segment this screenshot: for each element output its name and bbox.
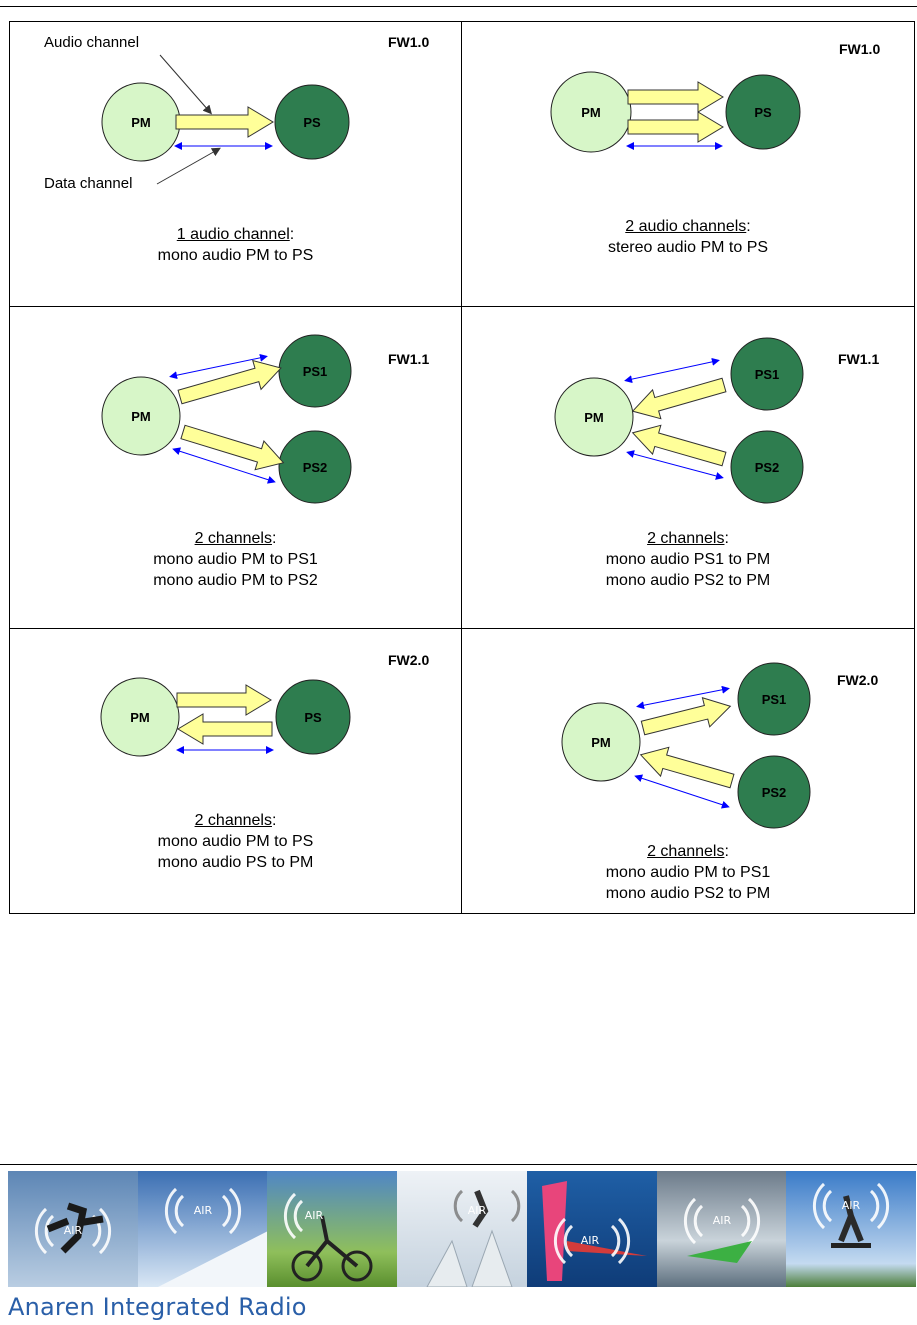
air-logo-icon: AIR <box>813 1182 890 1248</box>
svg-text:PM: PM <box>581 105 601 120</box>
pointer-arrow <box>159 54 212 115</box>
ps1-node <box>737 662 811 736</box>
cell-fw20-mixed: FW2.0 PM PS1 PS2 <box>461 628 915 914</box>
svg-text:PS1: PS1 <box>303 364 328 379</box>
audio-arrow <box>177 359 282 405</box>
fw-label: FW1.1 <box>838 351 880 367</box>
fw-label: FW1.1 <box>388 351 430 367</box>
cell-fw10-stereo: FW1.0 PM PS 2 audio channels: stereo aud… <box>461 21 915 307</box>
data-channel-label: Data channel <box>44 175 133 192</box>
air-logo-icon: AIR <box>683 1197 760 1263</box>
audio-arrow-out <box>640 696 732 736</box>
svg-text:PS1: PS1 <box>755 367 780 382</box>
svg-text:AIR: AIR <box>194 1204 213 1217</box>
audio-channel-label: Audio channel <box>44 34 140 51</box>
svg-text:PM: PM <box>584 410 604 425</box>
data-arrow <box>626 450 724 480</box>
svg-text:AIR: AIR <box>468 1204 487 1217</box>
fw-label: FW2.0 <box>837 672 879 688</box>
svg-text:PS: PS <box>754 105 772 120</box>
audio-arrow-out <box>176 684 272 716</box>
audio-arrow <box>627 81 724 113</box>
audio-arrow <box>627 111 724 143</box>
ps1-node <box>730 337 804 411</box>
svg-text:PM: PM <box>131 409 151 424</box>
cell-fw20-bidir: FW2.0 PM PS 2 channels: mono audio PM to… <box>9 628 462 914</box>
data-arrow <box>624 357 720 384</box>
data-arrow <box>634 774 730 809</box>
fw-label: FW1.0 <box>839 41 881 57</box>
pm-node <box>101 376 181 456</box>
pm-text: PM <box>131 115 151 130</box>
banner-tile-skater: AIR <box>8 1171 138 1287</box>
air-logo-icon: AIR <box>426 1189 521 1287</box>
cell-fw10-mono: FW1.0 Audio channel Data channel PM PS 1… <box>9 21 462 307</box>
data-arrow <box>169 353 268 380</box>
pm-node <box>100 677 180 757</box>
air-logo-icon: AIR <box>284 1192 373 1282</box>
pm-node <box>561 702 641 782</box>
audio-arrow <box>631 377 727 420</box>
banner-tile-biker: AIR <box>267 1171 398 1287</box>
data-arrow <box>636 685 730 710</box>
caption: 2 channels: mono audio PM to PS1 mono au… <box>605 843 771 902</box>
diagram-fw10-stereo: PM PS <box>550 71 801 153</box>
svg-text:PS2: PS2 <box>303 460 328 475</box>
caption: 2 channels: mono audio PM to PS1 mono au… <box>153 530 318 589</box>
svg-text:PM: PM <box>591 735 611 750</box>
banner-tile-skateboarder: AIR <box>786 1171 917 1287</box>
svg-text:AIR: AIR <box>581 1234 600 1247</box>
audio-arrow <box>175 106 274 138</box>
svg-text:PS2: PS2 <box>755 460 780 475</box>
svg-text:PS: PS <box>304 710 322 725</box>
banner-tile-kayaker: AIR <box>656 1171 787 1287</box>
svg-text:PM: PM <box>130 710 150 725</box>
air-logo-icon: AIR <box>157 1187 268 1287</box>
caption: 2 channels: mono audio PS1 to PM mono au… <box>605 530 771 589</box>
svg-text:AIR: AIR <box>305 1209 324 1222</box>
diagram-fw10-mono: PM PS <box>101 54 350 185</box>
air-logo-icon: AIR <box>34 1202 112 1255</box>
pointer-arrow <box>156 147 221 185</box>
ps-text: PS <box>303 115 321 130</box>
audio-arrow-in <box>639 746 735 789</box>
ps-node <box>274 84 350 160</box>
svg-text:AIR: AIR <box>64 1224 83 1237</box>
header-rule <box>0 6 917 7</box>
audio-arrow <box>631 424 727 467</box>
ps1-node <box>278 334 352 408</box>
audio-arrow-in <box>177 713 273 745</box>
diagram-fw20-mixed: PM PS1 PS2 <box>561 662 811 829</box>
diagram-fw11-in: PM PS1 PS2 <box>554 337 804 504</box>
pm-node <box>550 71 632 153</box>
footer-rule <box>0 1164 917 1165</box>
ps-node <box>725 74 801 150</box>
data-arrow <box>172 447 276 484</box>
ps2-node <box>730 430 804 504</box>
caption: 2 channels: mono audio PM to PS mono aud… <box>157 812 314 871</box>
banner-tile-skier: AIR <box>137 1171 268 1287</box>
cell-fw11-in: FW1.1 PM PS1 PS2 <box>461 306 915 629</box>
firmware-diagram-table: FW1.0 Audio channel Data channel PM PS 1… <box>9 21 915 914</box>
fw-label: FW1.0 <box>388 34 430 50</box>
ps2-node <box>278 430 352 504</box>
cell-fw11-out: FW1.1 PM PS1 PS2 <box>9 306 462 629</box>
brand-wordmark: Anaren Integrated Radio <box>8 1293 307 1321</box>
banner-tile-snowboarder: AIR <box>397 1171 527 1287</box>
svg-text:AIR: AIR <box>842 1199 861 1212</box>
ps2-node <box>737 755 811 829</box>
air-logo-icon: AIR <box>541 1181 647 1281</box>
caption: 2 audio channels: stereo audio PM to PS <box>607 218 769 256</box>
banner-tile-windsurfer: AIR <box>526 1171 657 1287</box>
ps-node <box>275 679 351 755</box>
caption: 1 audio channel: mono audio PM to PS <box>157 226 314 264</box>
fw-label: FW2.0 <box>388 652 430 668</box>
svg-text:PS1: PS1 <box>762 692 787 707</box>
pm-node <box>554 377 634 457</box>
svg-text:PS2: PS2 <box>762 785 787 800</box>
diagram-fw11-out: PM PS1 PS2 <box>101 334 352 504</box>
svg-text:AIR: AIR <box>712 1214 731 1227</box>
diagram-fw20-bidir: PM PS <box>100 677 351 757</box>
air-banner: AIR AIR AIR AIR AIR <box>8 1171 917 1287</box>
